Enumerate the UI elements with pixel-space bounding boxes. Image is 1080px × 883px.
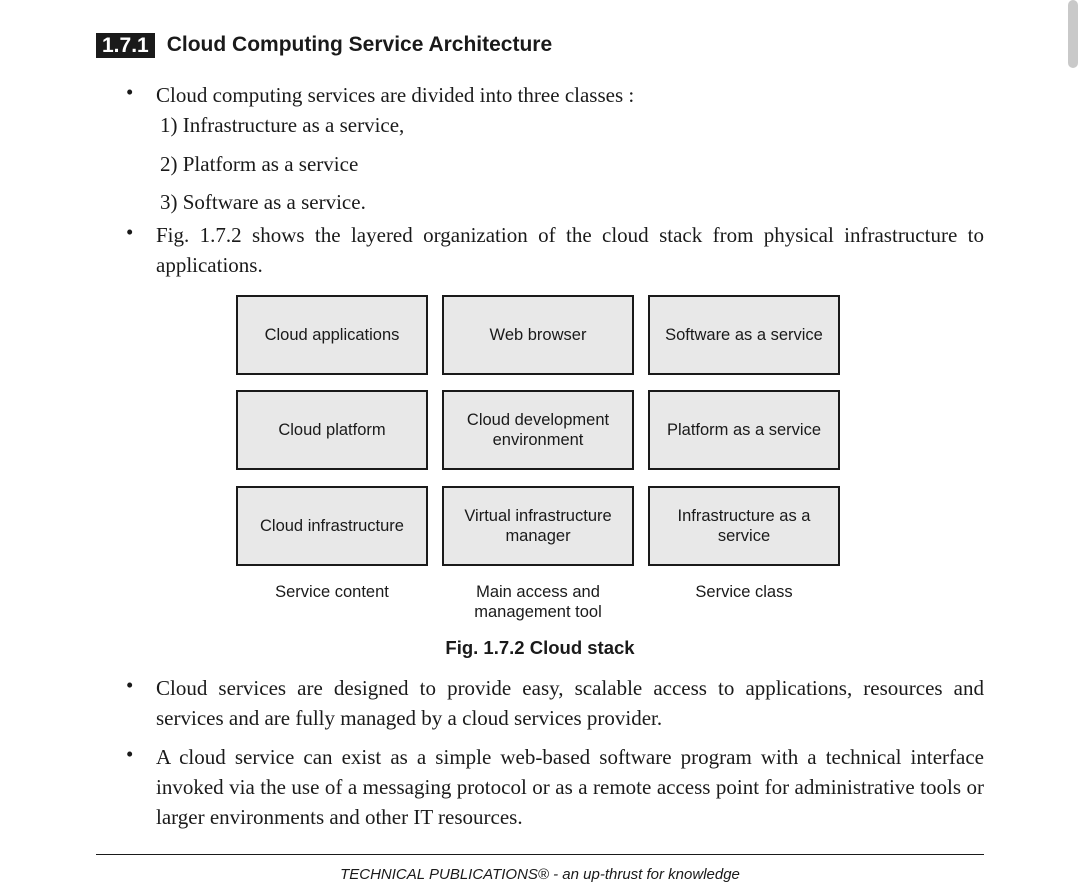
bullet-marker: • xyxy=(126,742,134,766)
bullet-marker: • xyxy=(126,80,134,104)
class-item: 1) Infrastructure as a service, xyxy=(160,113,405,137)
bullet-marker: • xyxy=(126,673,134,697)
diagram-box: Cloud platform xyxy=(236,390,428,470)
bullet-text: A cloud service can exist as a simple we… xyxy=(156,745,984,829)
scrollbar[interactable] xyxy=(1064,0,1080,879)
page-footer: TECHNICAL PUBLICATIONS® - an up-thrust f… xyxy=(340,866,740,883)
bullet-text: Fig. 1.7.2 shows the layered organizatio… xyxy=(156,223,984,277)
diagram-box: Web browser xyxy=(442,295,634,375)
diagram-box: Cloud development environment xyxy=(442,390,634,470)
diagram-box: Infrastructure as a service xyxy=(648,486,840,566)
cloud-stack-diagram: Cloud applications Web browser Software … xyxy=(236,295,844,625)
diagram-box: Virtual infrastructure manager xyxy=(442,486,634,566)
section-heading: 1.7.1 Cloud Computing Service Architectu… xyxy=(96,31,552,59)
section-title: Cloud Computing Service Architecture xyxy=(166,33,553,56)
bullet-marker: • xyxy=(126,220,134,244)
diagram-box: Cloud infrastructure xyxy=(236,486,428,566)
scrollbar-thumb[interactable] xyxy=(1068,0,1078,68)
diagram-box: Software as a service xyxy=(648,295,840,375)
section-number: 1.7.1 xyxy=(96,32,155,58)
diagram-box: Cloud applications xyxy=(236,295,428,375)
bullet-text: Cloud computing services are divided int… xyxy=(156,83,635,107)
footer-rule xyxy=(96,854,984,855)
class-item: 3) Software as a service. xyxy=(160,190,366,214)
column-label: Service class xyxy=(695,583,793,601)
class-item: 2) Platform as a service xyxy=(160,152,359,176)
bullet-text: Cloud services are designed to provide e… xyxy=(156,676,984,730)
diagram-box: Platform as a service xyxy=(648,390,840,470)
column-label: Main access and management tool xyxy=(474,583,602,621)
column-label: Service content xyxy=(275,583,389,601)
figure-caption: Fig. 1.7.2 Cloud stack xyxy=(445,637,635,658)
